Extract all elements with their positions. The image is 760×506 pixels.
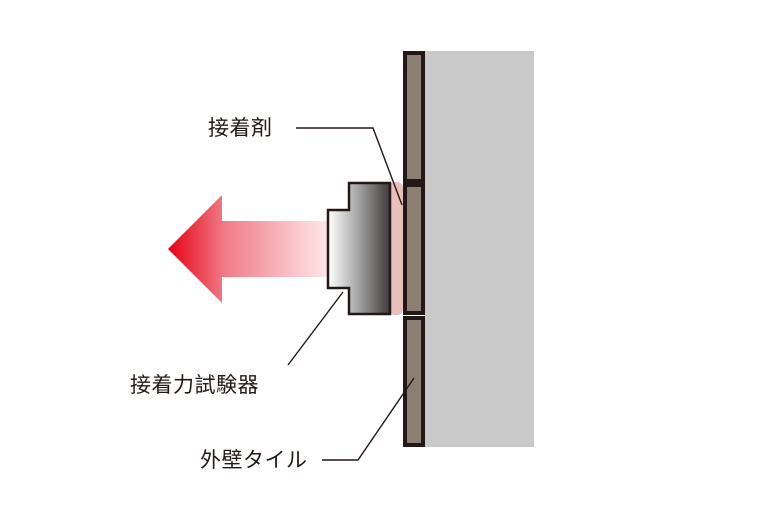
tile-1 [403,51,425,183]
adhesive-leader-line [296,127,403,206]
pull-arrow-icon [168,195,328,303]
tester-label: 接着力試験器 [130,373,259,397]
tile-2 [403,183,425,315]
adhesive-layer [389,182,403,315]
adhesion-tester [326,181,392,316]
exterior-tiles [403,51,425,447]
tile-3 [403,316,425,447]
tile-leader-line [322,377,415,461]
tester-leader-line [287,291,344,366]
adhesive-label: 接着剤 [208,116,273,140]
tile-label: 外壁タイル [200,448,308,472]
wall [424,51,534,447]
